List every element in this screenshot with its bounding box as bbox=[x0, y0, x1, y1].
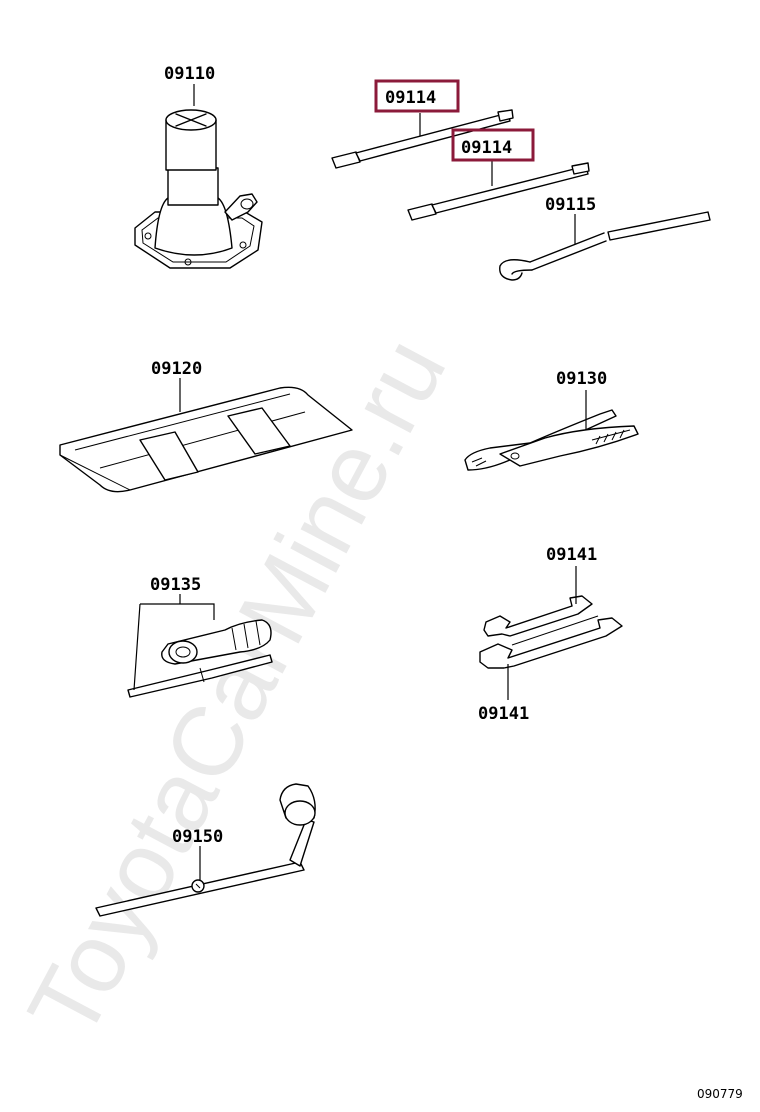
jack-handle-lower-drawing bbox=[407, 162, 590, 221]
screwdriver-drawing bbox=[127, 619, 273, 698]
pliers-drawing bbox=[464, 409, 639, 471]
part-label-09114-upper: 09114 bbox=[385, 88, 436, 108]
highlight-box-09114-upper bbox=[374, 79, 460, 113]
part-label-09120: 09120 bbox=[151, 359, 202, 379]
part-label-09110: 09110 bbox=[164, 64, 215, 84]
jack-drawing bbox=[134, 109, 263, 269]
part-label-09141-lower: 09141 bbox=[478, 704, 529, 724]
leader-09135 bbox=[133, 603, 215, 691]
tool-bag-drawing bbox=[59, 386, 353, 493]
part-label-09141-upper: 09141 bbox=[546, 545, 597, 565]
wheel-nut-wrench-drawing bbox=[95, 783, 316, 917]
wrenches-drawing bbox=[479, 595, 623, 669]
part-label-09130: 09130 bbox=[556, 369, 607, 389]
jack-handle-upper-drawing bbox=[331, 109, 514, 169]
part-label-09150: 09150 bbox=[172, 827, 223, 847]
part-label-09135: 09135 bbox=[150, 575, 201, 595]
highlight-box-09114-lower bbox=[451, 128, 535, 162]
reference-code: 090779 bbox=[697, 1087, 743, 1101]
jack-handle-hook-drawing bbox=[499, 211, 711, 281]
part-label-09115: 09115 bbox=[545, 195, 596, 215]
part-label-09114-lower: 09114 bbox=[461, 138, 512, 158]
